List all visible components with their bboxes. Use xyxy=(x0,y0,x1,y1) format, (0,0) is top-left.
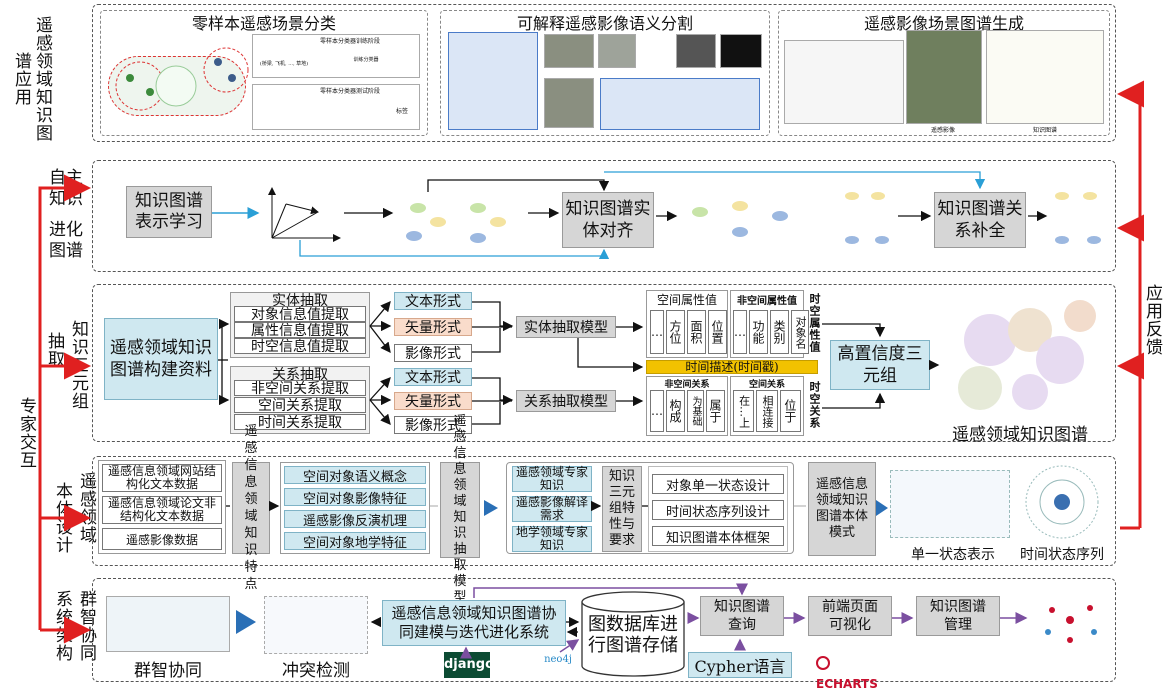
graph-nodes-row2 xyxy=(406,192,1101,244)
zero-shot-nodes xyxy=(116,48,248,110)
kg-network-dots xyxy=(958,300,1096,410)
time-sequence-rings xyxy=(1026,466,1098,538)
vector-diagram-lines xyxy=(272,188,340,238)
kg-manage-dots xyxy=(1045,605,1097,643)
